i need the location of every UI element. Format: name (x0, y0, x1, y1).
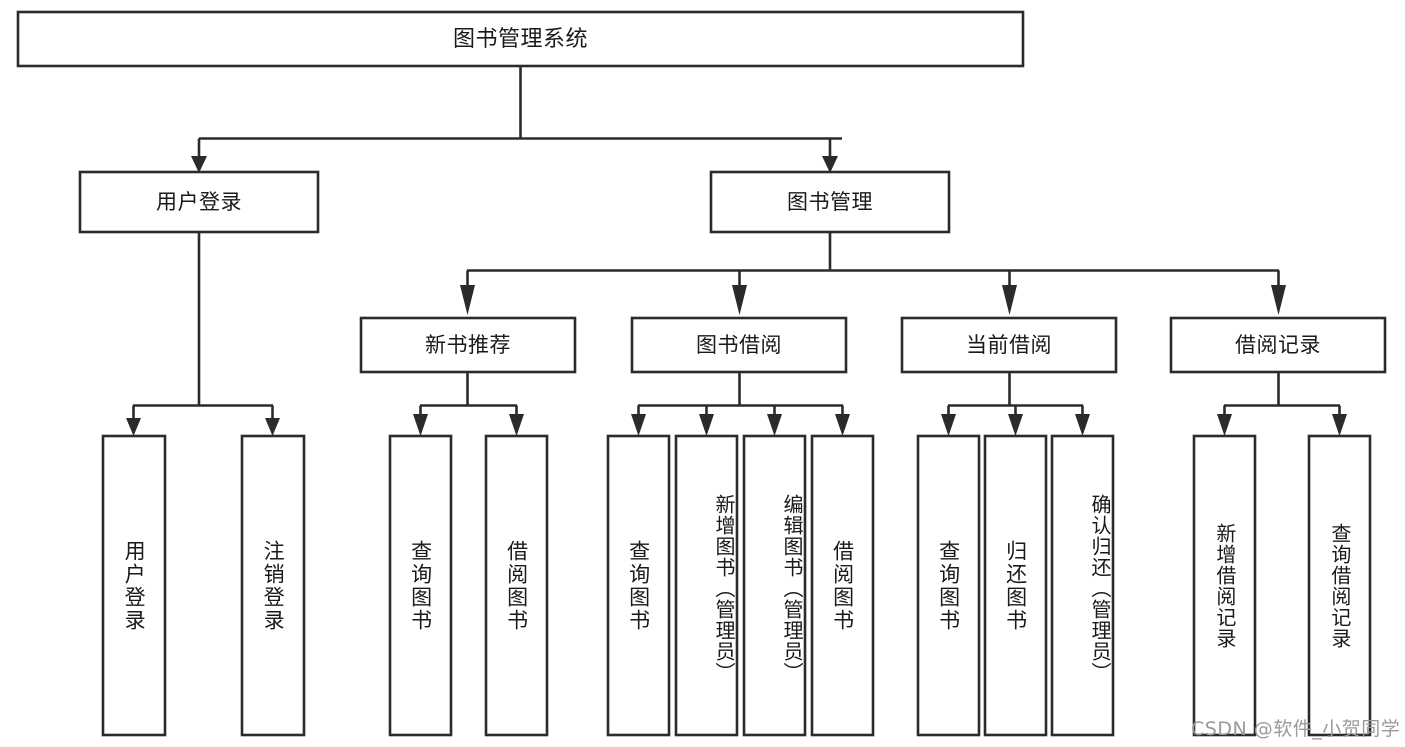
watermark-text: CSDN @软件_小贺同学 (1191, 718, 1401, 740)
leaf-box-leaf-add-record[interactable] (1192, 434, 1257, 737)
connector-layer (126, 66, 1347, 436)
leaf-box-leaf-add-book[interactable] (674, 434, 739, 737)
node-root-label: 图书管理系统 (453, 27, 588, 52)
arrow-to-leaf-add-book (699, 414, 714, 436)
leaf-box-leaf-query-book-1[interactable] (388, 434, 453, 737)
leaf-box-leaf-borrow-book-2[interactable] (810, 434, 875, 737)
arrow-to-leaf-edit-book (767, 414, 782, 436)
node-root[interactable]: 图书管理系统 (16, 10, 1025, 68)
arrow-to-leaf-query-record (1332, 414, 1347, 436)
leaf-box-leaf-return-book[interactable] (983, 434, 1048, 737)
node-root-box[interactable] (16, 10, 1025, 68)
leaf-box-leaf-confirm-return[interactable] (1050, 434, 1115, 737)
arrow-to-book-borrow (732, 285, 747, 315)
arrow-to-leaf-borrow-book-1 (509, 414, 524, 436)
arrow-to-leaf-query-book-3 (941, 414, 956, 436)
arrow-to-leaf-return-book (1008, 414, 1023, 436)
node-user-login-label: 用户登录 (156, 190, 242, 214)
leaf-box-leaf-borrow-book-1[interactable] (484, 434, 549, 737)
node-book-manage-box[interactable] (709, 170, 951, 234)
node-new-book-recommend-label: 新书推荐 (425, 333, 511, 357)
node-user-login[interactable]: 用户登录 (78, 170, 320, 234)
node-user-login-box[interactable] (78, 170, 320, 234)
arrow-to-current-borrow (1002, 285, 1017, 315)
node-book-borrow[interactable]: 图书借阅 (630, 316, 848, 374)
node-current-borrow-box[interactable] (900, 316, 1118, 374)
node-current-borrow[interactable]: 当前借阅 (900, 316, 1118, 374)
node-book-manage-label: 图书管理 (787, 190, 873, 214)
node-new-book-recommend[interactable]: 新书推荐 (359, 316, 577, 374)
arrow-to-borrow-record (1271, 285, 1286, 315)
leaf-box-leaf-edit-book[interactable] (742, 434, 807, 737)
arrow-to-book-manage (822, 156, 838, 173)
arrow-to-leaf-user-login (126, 418, 141, 436)
leaf-box-leaf-user-logout[interactable] (240, 434, 306, 737)
arrow-to-leaf-confirm-return (1075, 414, 1090, 436)
arrow-to-leaf-add-record (1217, 414, 1232, 436)
arrow-to-new-book-recommend (460, 285, 475, 315)
node-borrow-record[interactable]: 借阅记录 (1169, 316, 1387, 374)
node-book-borrow-label: 图书借阅 (696, 333, 782, 357)
arrow-to-user-login (191, 156, 207, 173)
arrow-to-leaf-borrow-book-2 (835, 414, 850, 436)
arrow-to-leaf-user-logout (265, 418, 280, 436)
node-new-book-recommend-box[interactable] (359, 316, 577, 374)
arrow-to-leaf-query-book-2 (631, 414, 646, 436)
leaf-box-leaf-user-login[interactable] (101, 434, 167, 737)
arrow-to-leaf-query-book-1 (413, 414, 428, 436)
leaf-box-leaf-query-book-2[interactable] (606, 434, 671, 737)
leaf-box-layer (101, 434, 1372, 737)
node-current-borrow-label: 当前借阅 (966, 333, 1052, 357)
node-book-borrow-box[interactable] (630, 316, 848, 374)
leaf-box-leaf-query-book-3[interactable] (916, 434, 981, 737)
node-borrow-record-label: 借阅记录 (1235, 333, 1321, 357)
node-borrow-record-box[interactable] (1169, 316, 1387, 374)
node-book-manage[interactable]: 图书管理 (709, 170, 951, 234)
leaf-box-leaf-query-record[interactable] (1307, 434, 1372, 737)
